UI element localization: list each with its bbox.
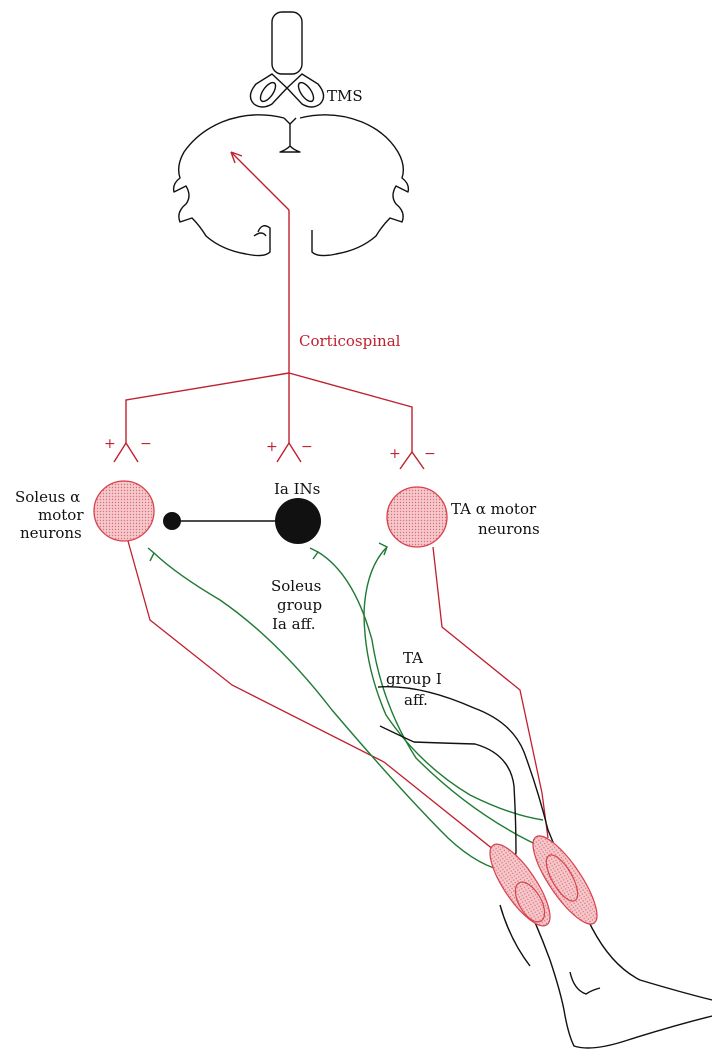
svg-text:−: − — [140, 436, 152, 452]
ta-mn-label-2: neurons — [478, 520, 540, 538]
ta-aff-label-1: TA — [403, 649, 423, 667]
motor-axons — [128, 541, 548, 866]
synapse-signs: + − + − + − — [104, 436, 436, 462]
tms-label: TMS — [327, 87, 363, 105]
soleus-aff-label-1: Soleus — [271, 577, 321, 595]
svg-text:−: − — [424, 446, 436, 462]
soleus-motor-neuron — [94, 481, 154, 541]
soleus-ia-afferent — [148, 548, 548, 872]
brain-outline — [174, 115, 409, 256]
svg-text:+: + — [389, 446, 401, 462]
svg-text:+: + — [104, 436, 116, 452]
corticospinal-tract — [126, 152, 412, 452]
inhibitory-terminal — [163, 512, 181, 530]
svg-text:−: − — [301, 439, 313, 455]
ta-aff-label-3: aff. — [404, 691, 428, 709]
soleus-mn-label-1: Soleus α — [15, 488, 80, 506]
ta-mn-label-1: TA α motor — [451, 500, 537, 518]
soleus-aff-label-2: group — [277, 596, 322, 614]
ta-aff-label-2: group I — [386, 670, 442, 688]
soleus-aff-label-3: Ia aff. — [272, 615, 315, 633]
ia-ins-label: Ia INs — [274, 480, 320, 498]
tms-coil — [250, 12, 323, 107]
svg-text:+: + — [266, 439, 278, 455]
ta-motor-neuron — [387, 487, 447, 547]
corticospinal-label: Corticospinal — [299, 332, 401, 350]
soleus-mn-label-2: motor — [38, 506, 84, 524]
ia-interneuron — [275, 498, 321, 544]
soleus-mn-label-3: neurons — [20, 524, 82, 542]
